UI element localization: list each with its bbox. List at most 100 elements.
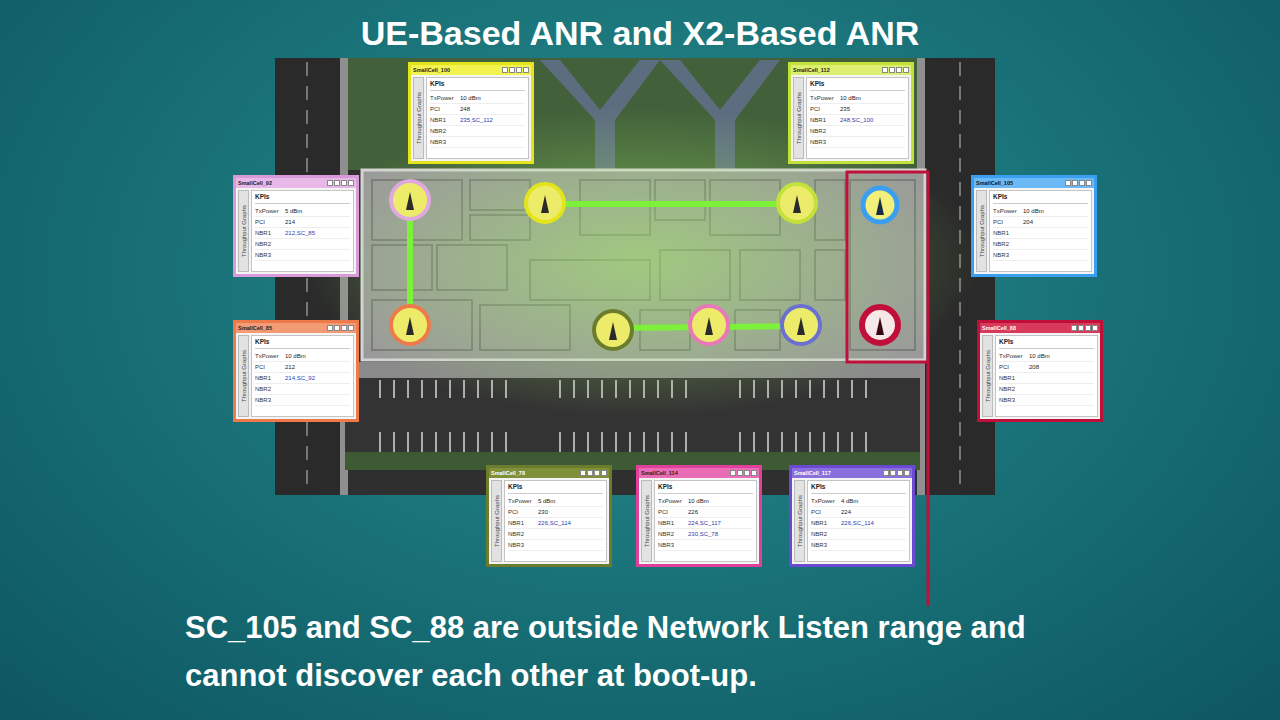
window-button — [1079, 180, 1085, 186]
window-button — [1065, 180, 1071, 186]
kpi-panel: KPIsTxPower4 dBmPCI224NBR1226,SC_114NBR2… — [807, 480, 910, 562]
window-buttons — [502, 67, 529, 73]
kpi-label: PCI — [255, 364, 285, 370]
kpi-label: TxPower — [810, 95, 840, 101]
kpi-label: NBR3 — [255, 252, 285, 258]
kpi-label: NBR2 — [810, 128, 840, 134]
kpi-row: NBR3 — [811, 540, 906, 551]
kpi-row: TxPower10 dBm — [658, 496, 753, 507]
window-body: Throughput GraphsKPIsTxPower10 dBmPCI212… — [236, 333, 356, 419]
kpi-row: NBR1248,SC_100 — [810, 115, 905, 126]
kpi-row: PCI212 — [255, 362, 350, 373]
window-title: SmallCell_105 — [976, 179, 1013, 187]
kpi-label: TxPower — [993, 208, 1023, 214]
kpi-label: NBR2 — [255, 386, 285, 392]
kpi-table: TxPower10 dBmPCI204NBR1NBR2NBR3 — [993, 206, 1088, 261]
window-button — [327, 180, 333, 186]
kpi-row: PCI208 — [999, 362, 1094, 373]
kpi-table: TxPower5 dBmPCI230NBR1226,SC_114NBR2NBR3 — [508, 496, 603, 551]
kpi-value: 10 dBm — [1023, 208, 1046, 214]
kpi-row: PCI248 — [430, 104, 525, 115]
window-button — [516, 67, 522, 73]
window-body: Throughput GraphsKPIsTxPower10 dBmPCI235… — [791, 75, 911, 161]
kpi-row: NBR3 — [430, 137, 525, 148]
kpi-row: NBR3 — [999, 395, 1094, 406]
kpi-label: NBR1 — [999, 375, 1029, 381]
kpi-label: NBR2 — [255, 241, 285, 247]
kpi-row: NBR3 — [993, 250, 1088, 261]
window-title-bar: SmallCell_100 — [411, 65, 531, 75]
kpi-row: NBR1224,SC_117 — [658, 518, 753, 529]
kpi-table: TxPower10 dBmPCI248NBR1235,SC_112NBR2NBR… — [430, 93, 525, 148]
kpi-row: NBR2 — [810, 126, 905, 137]
window-buttons — [1065, 180, 1092, 186]
kpi-window: SmallCell_114Throughput GraphsKPIsTxPowe… — [636, 465, 762, 567]
kpi-value: 235 — [840, 106, 852, 112]
kpi-label: PCI — [999, 364, 1029, 370]
window-buttons — [327, 325, 354, 331]
kpi-table: TxPower5 dBmPCI214NBR1212,SC_85NBR2NBR3 — [255, 206, 350, 261]
kpi-label: TxPower — [430, 95, 460, 101]
kpi-row: PCI204 — [993, 217, 1088, 228]
kpi-value: 224,SC_117 — [688, 520, 723, 526]
kpi-label: NBR2 — [999, 386, 1029, 392]
kpi-row: NBR2 — [508, 529, 603, 540]
kpi-label: NBR2 — [430, 128, 460, 134]
kpi-row: NBR1235,SC_112 — [430, 115, 525, 126]
kpi-value: 248 — [460, 106, 472, 112]
graph-tab: Throughput Graphs — [413, 77, 424, 159]
kpi-row: NBR1212,SC_85 — [255, 228, 350, 239]
kpi-label: NBR2 — [658, 531, 688, 537]
kpi-row: NBR3 — [255, 395, 350, 406]
kpi-window: SmallCell_85Throughput GraphsKPIsTxPower… — [233, 320, 359, 422]
kpi-row: PCI224 — [811, 507, 906, 518]
window-button — [1086, 180, 1092, 186]
kpi-row: TxPower10 dBm — [810, 93, 905, 104]
kpi-label: NBR3 — [993, 252, 1023, 258]
kpi-header: KPIs — [255, 338, 350, 349]
window-title-bar: SmallCell_92 — [236, 178, 356, 188]
window-body: Throughput GraphsKPIsTxPower5 dBmPCI214N… — [236, 188, 356, 274]
window-title: SmallCell_78 — [491, 469, 525, 477]
kpi-row: NBR2 — [999, 384, 1094, 395]
window-button — [334, 180, 340, 186]
kpi-panel: KPIsTxPower10 dBmPCI212NBR1214,SC_92NBR2… — [251, 335, 354, 417]
graph-tab: Throughput Graphs — [491, 480, 502, 562]
kpi-value: 212,SC_85 — [285, 230, 317, 236]
kpi-value: 226 — [688, 509, 700, 515]
kpi-row: NBR2 — [430, 126, 525, 137]
kpi-label: PCI — [658, 509, 688, 515]
window-button — [348, 180, 354, 186]
window-title-bar: SmallCell_78 — [489, 468, 609, 478]
window-button — [751, 470, 757, 476]
graph-tab: Throughput Graphs — [238, 335, 249, 417]
window-button — [502, 67, 508, 73]
window-button — [897, 470, 903, 476]
kpi-row: NBR1226,SC_114 — [508, 518, 603, 529]
kpi-row: NBR2 — [255, 239, 350, 250]
kpi-row: TxPower5 dBm — [508, 496, 603, 507]
kpi-value: 204 — [1023, 219, 1035, 225]
window-button — [1078, 325, 1084, 331]
kpi-label: TxPower — [508, 498, 538, 504]
kpi-header: KPIs — [993, 193, 1088, 204]
kpi-row: TxPower10 dBm — [993, 206, 1088, 217]
kpi-label: NBR1 — [810, 117, 840, 123]
window-button — [334, 325, 340, 331]
kpi-label: NBR3 — [810, 139, 840, 145]
kpi-label: NBR1 — [255, 230, 285, 236]
kpi-row: PCI235 — [810, 104, 905, 115]
window-button — [1092, 325, 1098, 331]
small-cell — [391, 181, 898, 349]
window-buttons — [1071, 325, 1098, 331]
window-button — [1072, 180, 1078, 186]
kpi-label: NBR2 — [811, 531, 841, 537]
kpi-value: 10 dBm — [460, 95, 483, 101]
window-button — [341, 180, 347, 186]
kpi-row: NBR3 — [810, 137, 905, 148]
kpi-panel: KPIsTxPower10 dBmPCI208NBR1NBR2NBR3 — [995, 335, 1098, 417]
kpi-label: NBR1 — [430, 117, 460, 123]
kpi-window: SmallCell_78Throughput GraphsKPIsTxPower… — [486, 465, 612, 567]
window-button — [882, 67, 888, 73]
kpi-label: PCI — [993, 219, 1023, 225]
